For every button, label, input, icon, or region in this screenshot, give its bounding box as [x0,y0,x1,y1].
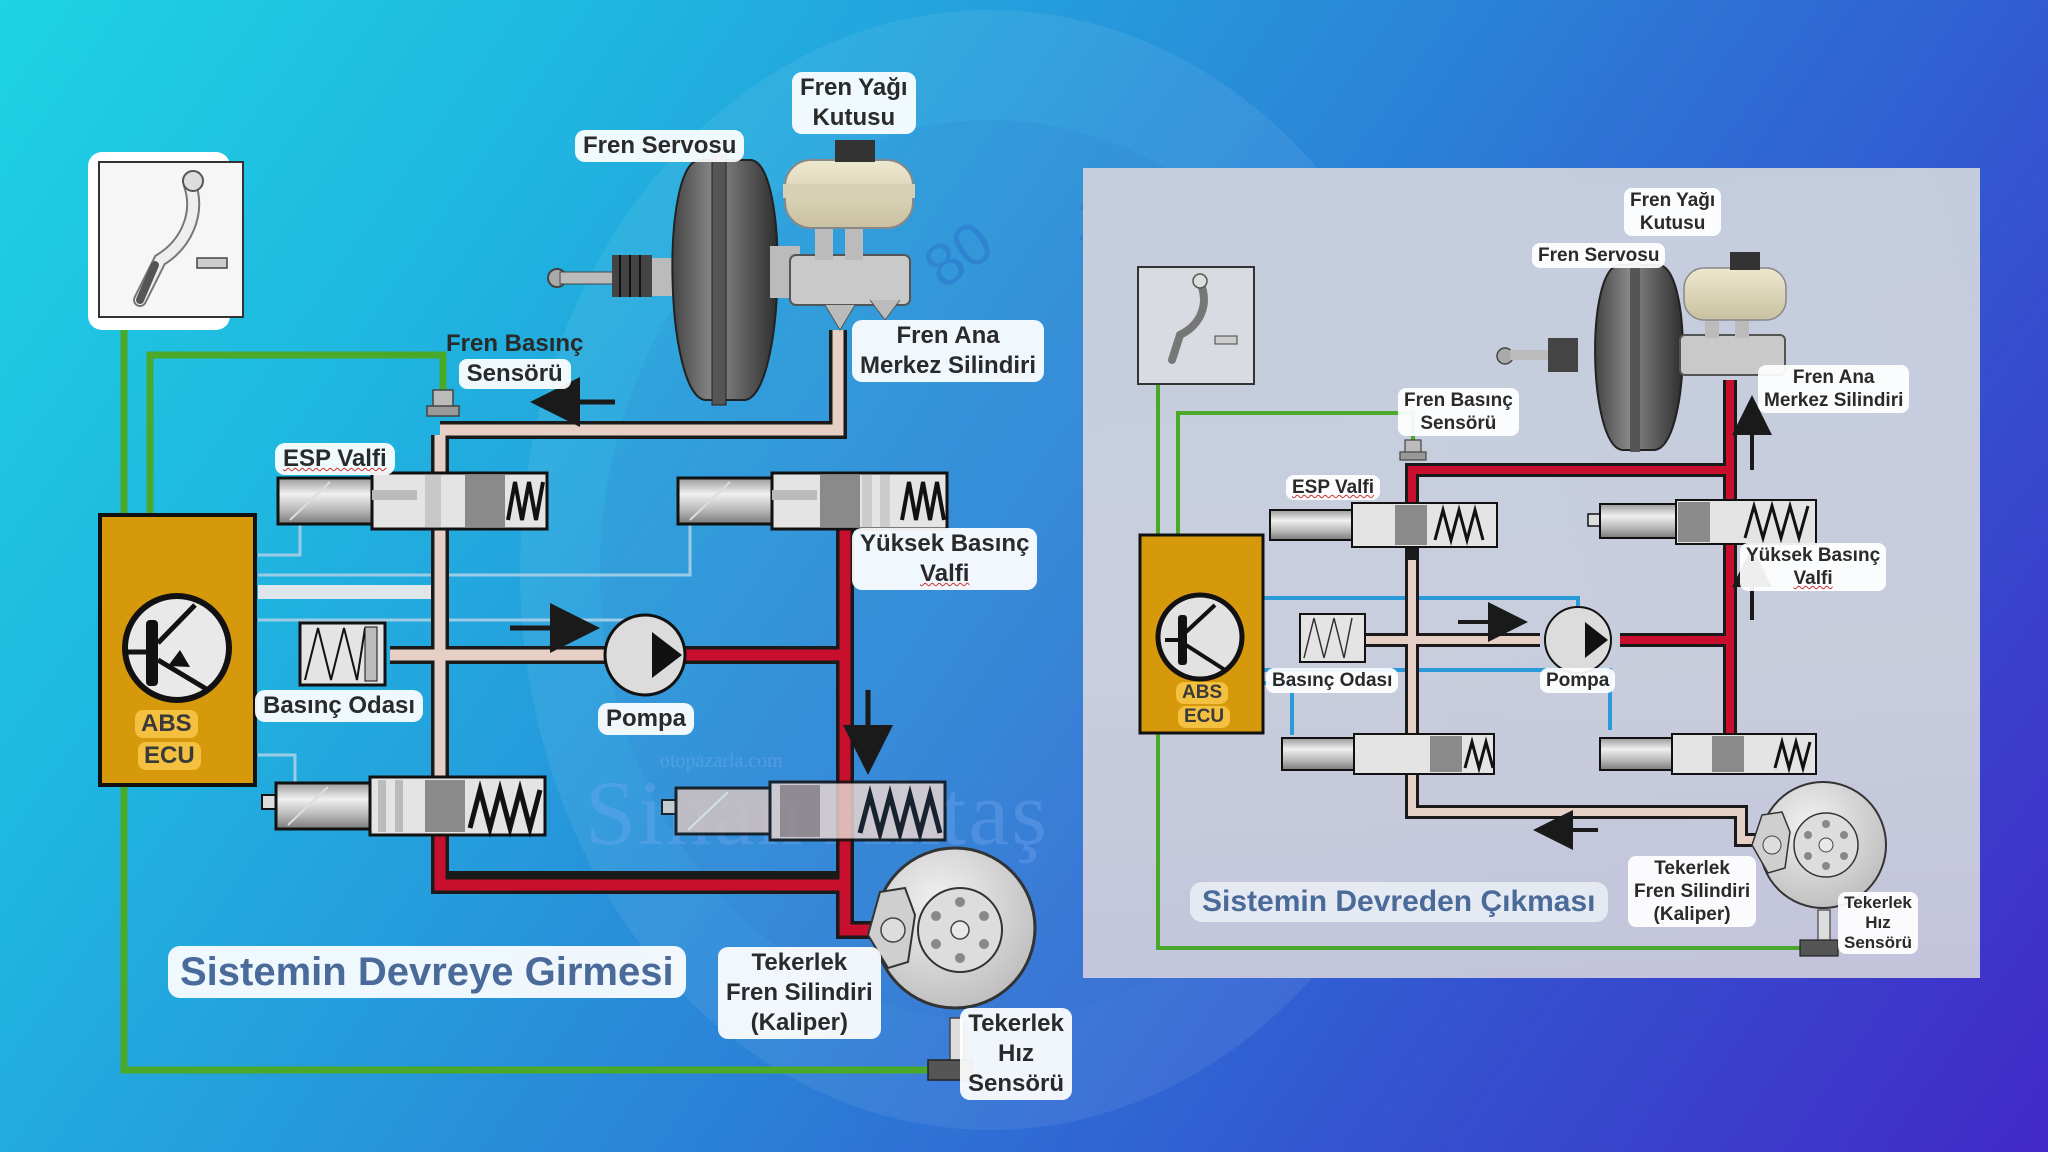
pump [603,613,687,697]
label-wheel-speed-sensor: Tekerlek Hız Sensörü [1838,892,1919,954]
label-ecu-ecu: ECU [138,742,201,770]
label-line: Fren Yağı [1630,190,1716,211]
label-master-cylinder: Fren Ana Merkez Silindiri [1758,365,1910,413]
right-diagram-title: Sistemin Devreden Çıkması [1190,882,1608,922]
inlet-valve-bottom-left [261,775,547,838]
label-line: Sensörü [1844,933,1913,952]
label-line: Sensörü [458,359,571,389]
label-ecu-abs: ABS [135,710,198,738]
label-line: Hız [1865,913,1891,932]
brake-pedal-icon [1137,266,1255,385]
label-text: ESP Valfi [283,445,387,472]
pressure-chamber [298,621,387,687]
brake-disc-wheel [1751,781,1887,909]
brake-pressure-sensor [1399,439,1427,461]
label-pressure-chamber: Basınç Odası [1266,668,1399,693]
abs-ecu-module [1138,533,1265,735]
left-diagram-title: Sistemin Devreye Girmesi [168,946,686,998]
label-line: Valfi [1746,567,1880,590]
label-line: Merkez Silindiri [1764,390,1904,411]
label-line: (Kaliper) [750,1009,849,1036]
label-text: Valfi [920,560,970,587]
brake-booster [547,154,800,406]
outlet-valve-bottom-right [1599,733,1817,775]
label-high-pressure-valve: Yüksek Basınç Valfi [1740,543,1887,591]
label-line: Tekerlek [751,949,848,976]
brake-booster [1496,262,1684,452]
label-brake-booster: Fren Servosu [1532,243,1666,268]
label-pump: Pompa [598,703,695,735]
label-pressure-sensor: Fren Basınç Sensörü [438,328,591,390]
watermark-site: otopazarla.com [660,750,783,772]
high-pressure-valve [676,471,949,531]
brake-pressure-sensor [426,389,460,417]
label-caliper: Tekerlek Fren Silindiri (Kaliper) [1628,856,1757,927]
label-line: Kutusu [1639,213,1706,234]
label-esp-valve: ESP Valfi [1286,475,1381,500]
brake-disc-wheel [866,846,1037,1010]
high-pressure-valve [1587,499,1817,545]
label-line: Fren Basınç [1404,390,1513,411]
esp-valve [1269,502,1498,548]
brake-fluid-reservoir [783,140,915,229]
abs-ecu-module [98,513,257,787]
master-cylinder [1679,310,1786,376]
label-ecu-abs: ABS [1176,682,1229,704]
brake-pedal-icon [88,152,244,330]
pressure-chamber [1299,613,1366,663]
right-diagram [1137,252,1887,957]
outlet-valve-bottom-right [661,780,947,843]
label-line: Sensörü [968,1070,1065,1097]
label-line: Fren Silindiri [726,979,873,1006]
wheel-speed-sensor [1799,909,1839,957]
inlet-valve-bottom-left [1281,733,1495,775]
label-line: Sensörü [1420,413,1497,434]
label-pressure-sensor: Fren Basınç Sensörü [1398,388,1519,436]
label-line: Kutusu [812,104,896,131]
label-text: ESP Valfi [1292,477,1375,498]
label-line: Fren Ana [1792,367,1875,388]
label-esp-valve: ESP Valfi [275,443,395,475]
label-brake-fluid-reservoir: Fren Yağı Kutusu [792,72,916,134]
label-ecu-ecu: ECU [1178,706,1231,728]
label-line: (Kaliper) [1653,904,1731,925]
label-line: Tekerlek [1654,858,1730,879]
label-brake-fluid-reservoir: Fren Yağı Kutusu [1624,188,1722,236]
label-line: Merkez Silindiri [860,352,1037,379]
label-pump: Pompa [1540,668,1616,693]
label-line: Yüksek Basınç [1746,545,1881,566]
label-caliper: Tekerlek Fren Silindiri (Kaliper) [718,947,881,1039]
esp-valve [276,471,549,531]
label-line: Fren Silindiri [1634,881,1751,902]
label-pressure-chamber: Basınç Odası [255,690,424,722]
master-cylinder [789,225,911,331]
sensor-wires-green [120,318,945,1074]
signal-bus-bar [258,585,438,599]
label-brake-booster: Fren Servosu [575,130,745,162]
label-wheel-speed-sensor: Tekerlek Hız Sensörü [960,1008,1073,1100]
label-line: Hız [998,1040,1035,1067]
left-diagram [88,140,1037,1081]
pump [1544,606,1612,674]
label-line: Fren Ana [896,322,1000,349]
label-line: Fren Basınç [446,330,584,357]
label-line: Tekerlek [968,1010,1064,1037]
label-line: Yüksek Basınç [860,530,1030,557]
label-line: Valfi [860,559,1029,589]
brake-fluid-reservoir [1683,252,1787,321]
label-high-pressure-valve: Yüksek Basınç Valfi [852,528,1038,590]
label-line: Tekerlek [1844,893,1912,912]
label-master-cylinder: Fren Ana Merkez Silindiri [852,320,1045,382]
label-line: Fren Yağı [800,74,908,101]
label-text: Valfi [1793,568,1833,589]
